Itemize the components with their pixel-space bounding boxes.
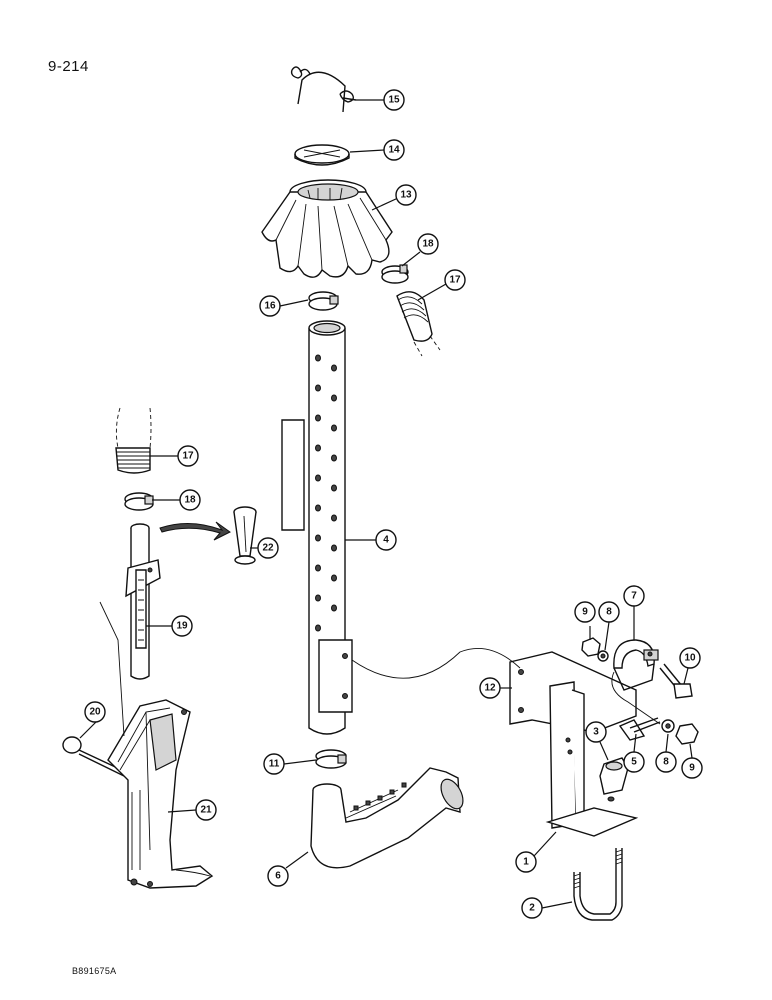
svg-text:11: 11 bbox=[269, 759, 280, 770]
svg-text:3: 3 bbox=[593, 727, 599, 738]
part-6-elbow-outlet bbox=[310, 767, 464, 869]
callout-17-lower: 17 bbox=[177, 445, 199, 467]
callout-7: 7 bbox=[623, 585, 645, 607]
svg-text:2: 2 bbox=[529, 903, 535, 914]
part-16-tube-clamp bbox=[308, 291, 339, 311]
callout-18-lower: 18 bbox=[179, 489, 201, 511]
callout-14: 14 bbox=[383, 139, 405, 161]
svg-text:6: 6 bbox=[275, 871, 281, 882]
assembly-line-clamp bbox=[611, 671, 661, 725]
part-7-u-clamp bbox=[613, 639, 659, 691]
callout-18-upper: 18 bbox=[417, 233, 439, 255]
svg-text:12: 12 bbox=[484, 683, 496, 694]
part-10-bolt bbox=[659, 663, 693, 699]
svg-text:15: 15 bbox=[388, 95, 400, 106]
callout-5: 5 bbox=[623, 751, 645, 773]
callout-9-upper: 9 bbox=[574, 601, 596, 623]
svg-text:1: 1 bbox=[523, 857, 529, 868]
part-3-lock-nut bbox=[599, 757, 629, 795]
callout-11: 11 bbox=[263, 753, 285, 775]
part-11-elbow-clamp bbox=[315, 749, 347, 769]
part-13-distributor-head bbox=[261, 179, 393, 278]
svg-text:14: 14 bbox=[388, 145, 400, 156]
part-8-washer-lower bbox=[661, 719, 675, 733]
svg-text:19: 19 bbox=[176, 621, 188, 632]
callout-10: 10 bbox=[679, 647, 701, 669]
svg-text:8: 8 bbox=[663, 757, 669, 768]
part-17-flex-hose-lower bbox=[115, 407, 152, 474]
part-1-support-post bbox=[545, 681, 639, 837]
callout-12: 12 bbox=[479, 677, 501, 699]
part-18-hose-clamp-upper bbox=[381, 264, 409, 284]
svg-text:17: 17 bbox=[182, 451, 194, 462]
callout-1: 1 bbox=[515, 851, 537, 873]
callout-21: 21 bbox=[195, 799, 217, 821]
svg-text:13: 13 bbox=[400, 190, 412, 201]
svg-text:16: 16 bbox=[264, 301, 276, 312]
callout-8-lower: 8 bbox=[655, 751, 677, 773]
part-21-boot-shank bbox=[99, 601, 214, 889]
callout-20: 20 bbox=[84, 701, 106, 723]
callout-6: 6 bbox=[267, 865, 289, 887]
callout-13: 13 bbox=[395, 184, 417, 206]
callout-16: 16 bbox=[259, 295, 281, 317]
svg-text:18: 18 bbox=[184, 495, 196, 506]
page-number: 9-214 bbox=[48, 58, 89, 75]
part-22-tapered-insert bbox=[159, 506, 257, 565]
callout-19: 19 bbox=[171, 615, 193, 637]
figure-code: B891675A bbox=[72, 966, 117, 976]
callout-9-lower: 9 bbox=[681, 757, 703, 779]
part-20-lock-pin bbox=[62, 736, 127, 777]
part-2-u-bolt bbox=[573, 848, 623, 921]
part-19-spout-tube bbox=[125, 523, 161, 680]
svg-text:7: 7 bbox=[631, 591, 637, 602]
svg-text:21: 21 bbox=[200, 805, 212, 816]
callout-8-upper: 8 bbox=[598, 601, 620, 623]
part-17-flex-hose-upper bbox=[396, 291, 441, 357]
svg-text:20: 20 bbox=[89, 707, 101, 718]
part-9-nut-upper bbox=[581, 637, 601, 657]
part-18-hose-clamp-lower bbox=[124, 492, 154, 511]
callout-3: 3 bbox=[585, 721, 607, 743]
svg-text:4: 4 bbox=[383, 535, 389, 546]
svg-text:8: 8 bbox=[606, 607, 612, 618]
svg-text:22: 22 bbox=[262, 543, 274, 554]
svg-text:9: 9 bbox=[582, 607, 588, 618]
svg-text:5: 5 bbox=[631, 757, 637, 768]
part-4-vertical-tube bbox=[281, 320, 353, 735]
svg-text:9: 9 bbox=[689, 763, 695, 774]
part-15-spring-clip bbox=[290, 66, 357, 113]
assembly-line-bracket bbox=[351, 647, 521, 679]
svg-text:17: 17 bbox=[449, 275, 461, 286]
svg-text:10: 10 bbox=[684, 653, 696, 664]
part-9-nut-lower bbox=[675, 723, 699, 745]
callout-17-upper: 17 bbox=[444, 269, 466, 291]
part-5-bolt bbox=[618, 717, 661, 741]
svg-text:18: 18 bbox=[422, 239, 434, 250]
part-14-cap-disc bbox=[294, 144, 350, 166]
leader-lines bbox=[79, 99, 693, 909]
part-8-washer-upper bbox=[597, 650, 609, 662]
callout-22: 22 bbox=[257, 537, 279, 559]
callout-2: 2 bbox=[521, 897, 543, 919]
callout-15: 15 bbox=[383, 89, 405, 111]
callout-4: 4 bbox=[375, 529, 397, 551]
